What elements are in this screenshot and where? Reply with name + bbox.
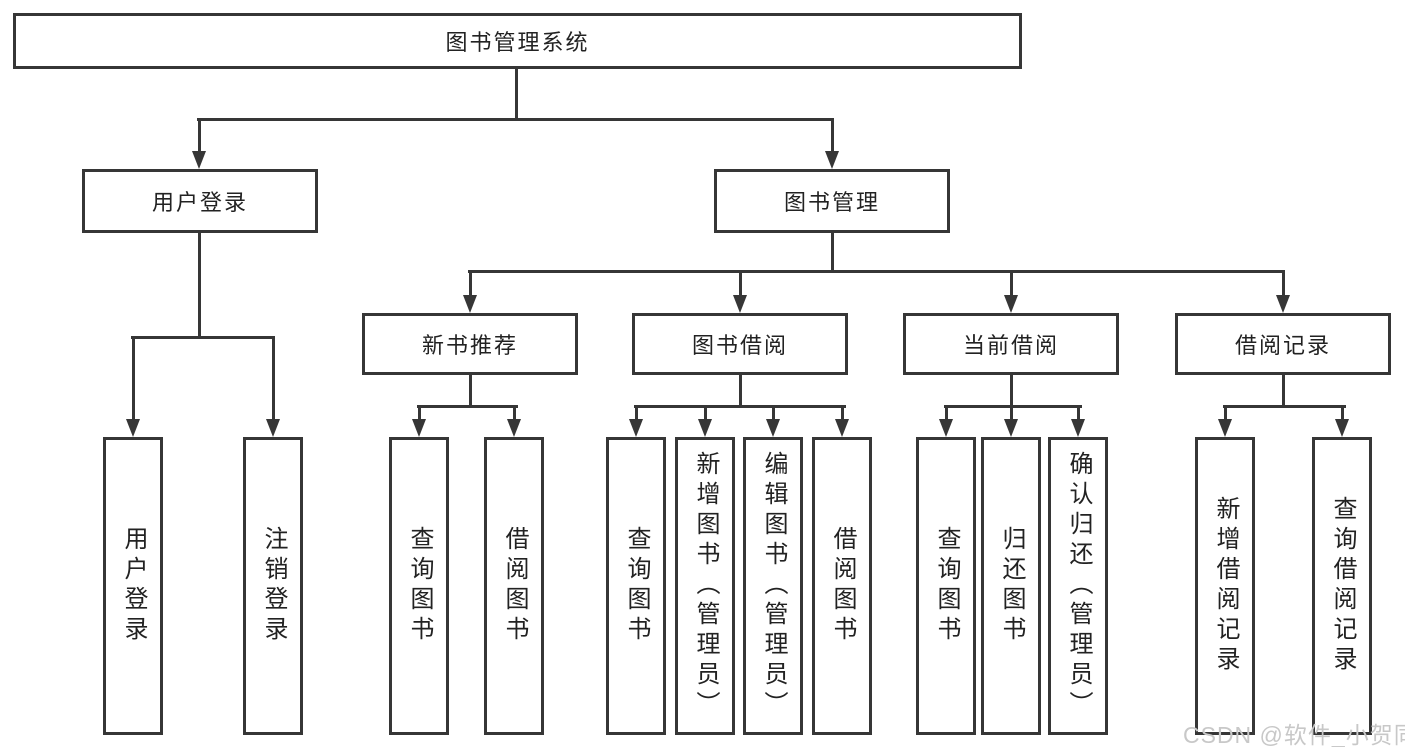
node-borrow-records: 借阅记录: [1175, 313, 1391, 375]
connector-to-module: [1010, 270, 1013, 297]
node-book-management-label: 图书管理: [783, 190, 880, 215]
leaf-add-borrow-record: 新增借阅记录: [1195, 437, 1255, 735]
arrow-down-icon: [266, 419, 280, 437]
connector-module-drop: [469, 375, 472, 405]
connector-to-leaf: [841, 405, 844, 423]
connector-user-login-drop: [198, 233, 201, 337]
arrow-down-icon: [835, 419, 849, 437]
leaf-add-book-admin: 新增图书（管理员）: [675, 437, 735, 735]
connector-module-drop: [1010, 375, 1013, 405]
leaf-return-book: 归还图书: [981, 437, 1041, 735]
connector-to-leaf: [418, 405, 421, 423]
connector-to-leaf: [1010, 405, 1013, 423]
connector-module-hline: [944, 405, 1082, 408]
connector-to-leaf: [635, 405, 638, 423]
connector-to-leaf: [704, 405, 707, 423]
node-book-management: 图书管理: [714, 169, 950, 233]
leaf-borrow-books: 借阅图书: [812, 437, 872, 735]
node-root-label: 图书管理系统: [445, 30, 590, 55]
watermark: CSDN @软件_小贺同学: [1183, 722, 1405, 747]
connector-module-hline: [1223, 405, 1346, 408]
arrow-down-icon: [1071, 419, 1085, 437]
node-user-login: 用户登录: [82, 169, 318, 233]
leaf-query-borrow-record: 查询借阅记录: [1312, 437, 1372, 735]
leaf-query-books-current: 查询图书: [916, 437, 976, 735]
connector-module-drop: [1282, 375, 1285, 405]
connector-to-leaf: [513, 405, 516, 423]
node-current-borrow-label: 当前借阅: [962, 333, 1059, 358]
leaf-query-books-borrow: 查询图书: [606, 437, 666, 735]
arrow-down-icon: [825, 151, 839, 169]
leaf-logout: 注销登录: [243, 437, 303, 735]
connector-to-module: [739, 270, 742, 297]
connector-to-leaf: [772, 405, 775, 423]
arrow-down-icon: [733, 295, 747, 313]
arrow-down-icon: [1335, 419, 1349, 437]
arrow-down-icon: [507, 419, 521, 437]
node-new-book-recommend-label: 新书推荐: [421, 333, 518, 358]
connector-book-mgmt-drop: [831, 233, 834, 270]
connector-to-leaf: [945, 405, 948, 423]
connector-to-user-login: [198, 118, 201, 153]
leaf-borrow-books-recommend: 借阅图书: [484, 437, 544, 735]
node-new-book-recommend: 新书推荐: [362, 313, 578, 375]
connector-module-drop: [739, 375, 742, 405]
connector-module-hline: [634, 405, 846, 408]
connector-to-leaf: [272, 337, 275, 421]
arrow-down-icon: [766, 419, 780, 437]
arrow-down-icon: [629, 419, 643, 437]
connector-to-module: [1282, 270, 1285, 297]
connector-root-drop: [515, 69, 518, 118]
arrow-down-icon: [463, 295, 477, 313]
arrow-down-icon: [1276, 295, 1290, 313]
leaf-edit-book-admin: 编辑图书（管理员）: [743, 437, 803, 735]
arrow-down-icon: [1004, 419, 1018, 437]
connector-to-module: [469, 270, 472, 297]
connector-to-leaf: [1077, 405, 1080, 423]
arrow-down-icon: [192, 151, 206, 169]
arrow-down-icon: [939, 419, 953, 437]
node-current-borrow: 当前借阅: [903, 313, 1119, 375]
connector-module-hline: [417, 405, 518, 408]
connector-book-mgmt-hline: [468, 270, 1285, 273]
node-borrow-records-label: 借阅记录: [1234, 333, 1331, 358]
connector-to-leaf: [1224, 405, 1227, 423]
leaf-user-login: 用户登录: [103, 437, 163, 735]
node-user-login-label: 用户登录: [151, 190, 248, 215]
connector-root-hline: [197, 118, 834, 121]
connector-to-leaf: [132, 337, 135, 421]
node-book-borrow-label: 图书借阅: [691, 333, 788, 358]
connector-user-login-hline: [131, 336, 275, 339]
node-book-borrow: 图书借阅: [632, 313, 848, 375]
node-root: 图书管理系统: [13, 13, 1022, 69]
connector-to-book-management: [831, 118, 834, 153]
arrow-down-icon: [698, 419, 712, 437]
arrow-down-icon: [412, 419, 426, 437]
leaf-confirm-return-admin: 确认归还（管理员）: [1048, 437, 1108, 735]
arrow-down-icon: [1218, 419, 1232, 437]
connector-to-leaf: [1341, 405, 1344, 423]
leaf-query-books-recommend: 查询图书: [389, 437, 449, 735]
arrow-down-icon: [1004, 295, 1018, 313]
arrow-down-icon: [126, 419, 140, 437]
